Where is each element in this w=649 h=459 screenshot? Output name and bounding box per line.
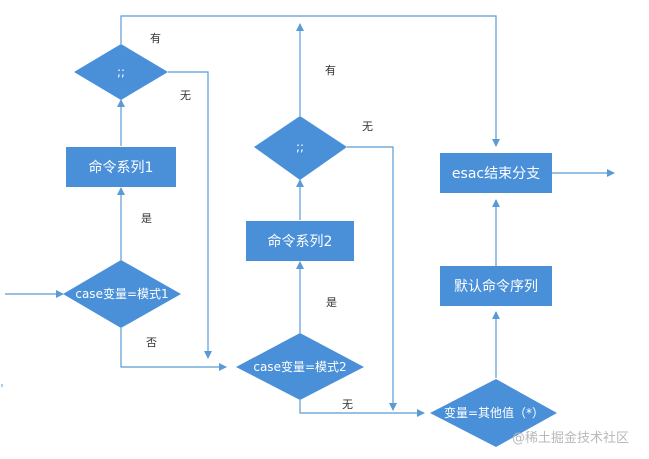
node-cmd1-label: 命令系列1: [89, 159, 154, 176]
edge-sep1-none: [168, 71, 212, 359]
edge-sep1-esac: [120, 15, 500, 147]
edge-label-yes-2: 是: [326, 296, 337, 309]
edge-label-yes-1: 是: [141, 212, 152, 225]
edge-label-none-2: 无: [362, 120, 373, 133]
edge-label-no-1: 否: [146, 336, 157, 349]
node-case1-label: case变量=模式1: [75, 286, 168, 301]
edge-label-none-3: 无: [342, 398, 353, 411]
node-cmd1: 命令系列1: [66, 147, 176, 187]
node-cmd2: 命令系列2: [246, 221, 354, 261]
node-sep1: ;;: [74, 44, 168, 100]
edge-label-none-1: 无: [180, 89, 191, 102]
node-case1: case变量=模式1: [63, 260, 181, 328]
node-sep2: ;;: [254, 116, 347, 180]
edge-label-has-1: 有: [150, 31, 161, 45]
edge-case2-other: [299, 400, 425, 417]
node-esac: esac结束分支: [440, 153, 552, 193]
node-esac-label: esac结束分支: [452, 166, 540, 182]
watermark: @稀土掘金技术社区: [512, 430, 629, 446]
node-sep2-label: ;;: [296, 140, 304, 154]
node-other-label: 变量=其他值（*）: [444, 405, 544, 420]
node-case2: case变量=模式2: [236, 333, 364, 400]
edge-sep2-none: [347, 146, 397, 411]
node-default-cmd: 默认命令序列: [440, 266, 552, 306]
node-case2-label: case变量=模式2: [253, 359, 346, 374]
node-other: 变量=其他值（*）: [430, 379, 557, 447]
edge-label-has-2: 有: [325, 63, 336, 77]
edge-case1-case2: [120, 328, 227, 371]
node-cmd2-label: 命令系列2: [268, 233, 333, 250]
node-default-cmd-label: 默认命令序列: [454, 278, 538, 295]
node-sep1-label: ;;: [117, 65, 125, 79]
